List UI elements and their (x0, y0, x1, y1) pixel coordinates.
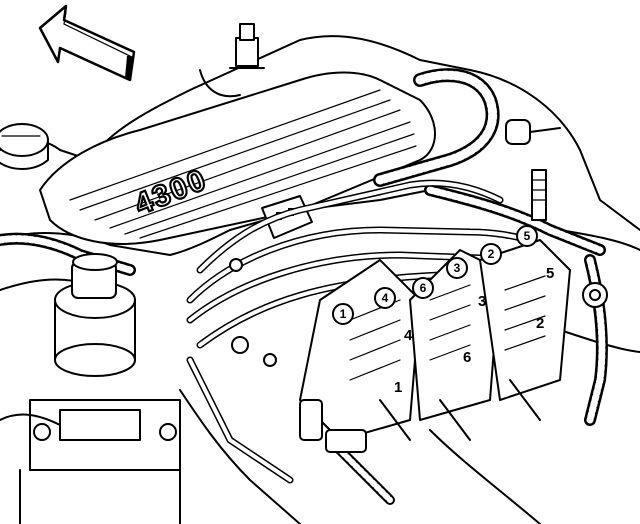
wire-label-5-text: 5 (524, 229, 531, 243)
coil-label-3: 3 (478, 293, 486, 310)
coil-label-6: 6 (463, 349, 471, 366)
bolts (229, 258, 608, 367)
wire-label-1: 1 (332, 303, 354, 325)
wire-label-3-text: 3 (454, 261, 461, 275)
coil-label-2: 2 (536, 315, 544, 332)
engine-cover: 4300 (39, 71, 436, 245)
oil-filler-cap (0, 123, 49, 170)
wire-label-2-text: 2 (488, 247, 495, 261)
top-sensor (199, 23, 265, 98)
wire-label-6-text: 6 (420, 281, 427, 295)
coil-label-4: 4 (404, 327, 413, 344)
wire-label-4: 4 (374, 287, 396, 309)
wire-label-3: 3 (446, 257, 468, 279)
wire-label-5: 5 (516, 225, 538, 247)
egr-valve (19, 253, 181, 524)
breather-pipe (505, 119, 561, 221)
coil-label-1: 1 (394, 379, 402, 396)
front-of-vehicle-arrow-icon (38, 4, 136, 82)
coil-label-5: 5 (546, 265, 554, 282)
wiring-harness (0, 68, 608, 426)
wire-label-2: 2 (480, 243, 502, 265)
wire-label-1-text: 1 (340, 307, 347, 321)
wire-label-4-text: 4 (382, 291, 389, 305)
spark-plug-wires (186, 179, 534, 505)
wire-label-6: 6 (412, 277, 434, 299)
